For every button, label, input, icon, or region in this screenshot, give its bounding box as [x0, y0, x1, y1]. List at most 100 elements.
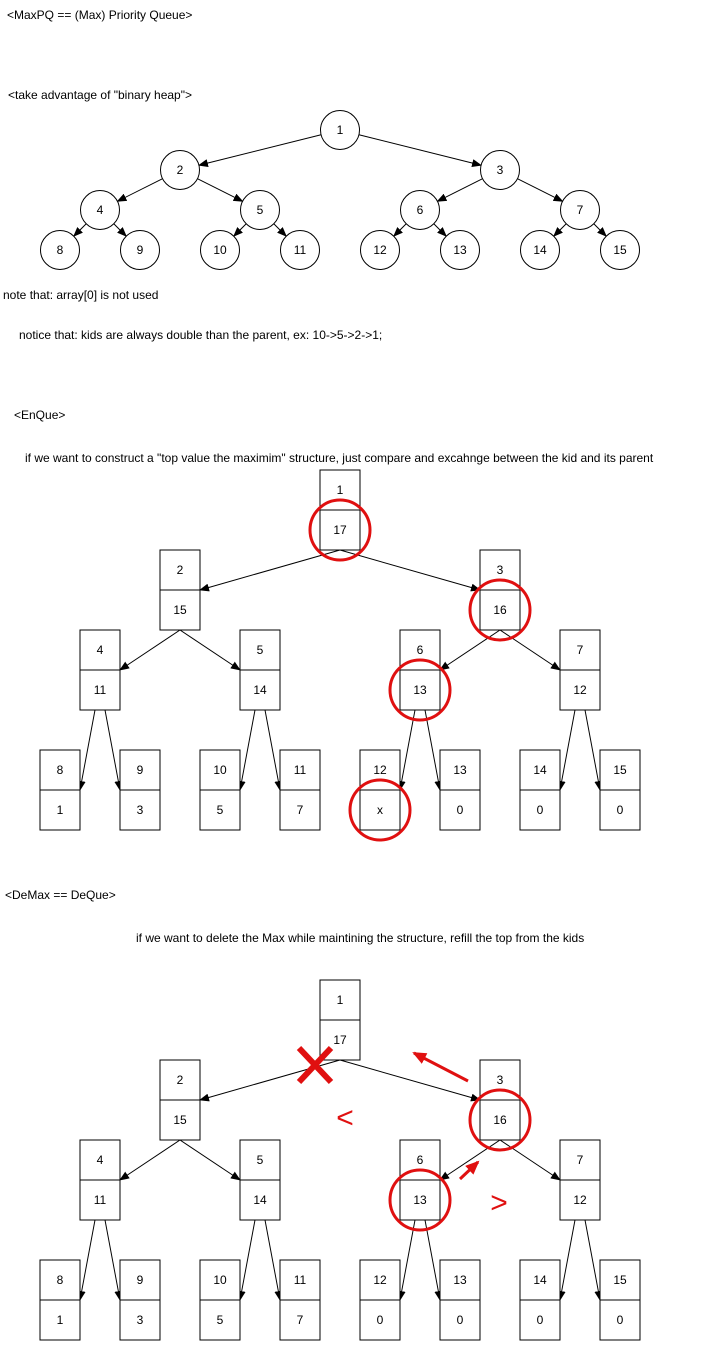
demax-tree-index-label: 15: [613, 1273, 627, 1287]
demax-tree-value-label: 0: [377, 1313, 384, 1327]
index-tree-edge: [73, 223, 87, 237]
demax-tree-index-label: 9: [137, 1273, 144, 1287]
demax-tree-value-label: 14: [253, 1193, 267, 1207]
demax-tree-edge: [397, 1219, 416, 1301]
enque-tree-edge: [104, 709, 123, 791]
index-tree-node: [320, 110, 360, 150]
demax-tree-edge: [179, 1139, 241, 1181]
demax-tree-edge: [557, 1219, 576, 1301]
index-tree-node: [160, 150, 200, 190]
enque-tree-value-cell: [359, 789, 401, 831]
demax-tree-value-cell: [359, 1299, 401, 1341]
enque-tree-index-cell: [39, 749, 81, 791]
index-tree-node-label: 14: [533, 243, 547, 257]
demax-tree-index-label: 1: [337, 993, 344, 1007]
demax-tree-value-cell: [119, 1299, 161, 1341]
enque-tree-index-cell: [279, 749, 321, 791]
index-tree-node-label: 11: [294, 243, 307, 257]
enque-tree-value-cell: [319, 509, 361, 551]
demax-tree-index-cell: [519, 1259, 561, 1301]
enque-tree-index-label: 3: [497, 563, 504, 577]
demax-tree-index-label: 11: [294, 1273, 307, 1287]
enque-tree-index-label: 4: [97, 643, 104, 657]
demax-tree-edge: [499, 1139, 561, 1181]
index-tree-node-label: 13: [453, 243, 467, 257]
index-tree-edge: [197, 178, 244, 202]
demax-tree-value-label: 12: [573, 1193, 587, 1207]
enque-tree-index-label: 11: [294, 763, 307, 777]
index-tree-node: [200, 230, 240, 270]
enque-tree-index-label: 2: [177, 563, 184, 577]
enque-tree-index-cell: [119, 749, 161, 791]
index-tree-node: [280, 230, 320, 270]
enque-tree-value-cell: [599, 789, 641, 831]
demax-tree-edge: [119, 1139, 181, 1181]
demax-tree-value-label: 1: [57, 1313, 64, 1327]
enque-tree-value-cell: [79, 669, 121, 711]
demax-tree-value-label: 17: [333, 1033, 347, 1047]
enque-tree-edge: [499, 629, 561, 671]
demax-tree-value-cell: [39, 1299, 81, 1341]
demax-section-title: <DeMax == DeQue>: [5, 888, 116, 902]
enque-tree-value-cell: [159, 589, 201, 631]
demax-tree-value-cell: [79, 1179, 121, 1221]
demax-tree-index-label: 6: [417, 1153, 424, 1167]
enque-tree-value-label: 0: [457, 803, 464, 817]
enque-tree-edge: [77, 709, 96, 791]
enque-tree-value-label: 13: [413, 683, 427, 697]
enque-section-title: <EnQue>: [14, 408, 66, 422]
promote-arrow-icon: [412, 1051, 469, 1083]
array-note: note that: array[0] is not used: [3, 288, 159, 302]
enque-tree-index-cell: [439, 749, 481, 791]
remove-cross-icon: [296, 1045, 334, 1085]
demax-tree-highlight-circle: [468, 1088, 532, 1152]
demax-tree-value-label: 16: [493, 1113, 507, 1127]
enque-tree-index-cell: [519, 749, 561, 791]
enque-tree-value-label: 7: [297, 803, 304, 817]
compare-less-than: <: [336, 1102, 354, 1135]
enque-tree-index-label: 10: [213, 763, 227, 777]
index-tree-node-label: 7: [577, 203, 584, 217]
demax-tree-index-label: 2: [177, 1073, 184, 1087]
demax-tree-value-cell: [159, 1099, 201, 1141]
enque-tree-index-label: 6: [417, 643, 424, 657]
demax-tree-value-cell: [479, 1099, 521, 1141]
index-tree-node: [480, 150, 520, 190]
demax-tree-value-cell: [199, 1299, 241, 1341]
enque-tree-highlight-circle: [468, 578, 532, 642]
index-tree-edge: [553, 223, 567, 237]
demax-tree-value-cell: [399, 1179, 441, 1221]
enque-tree-highlight-circle: [388, 658, 452, 722]
demax-tree-index-label: 12: [373, 1273, 387, 1287]
enque-tree-value-cell: [199, 789, 241, 831]
index-tree-node-label: 5: [257, 203, 264, 217]
enque-tree-value-label: 16: [493, 603, 507, 617]
index-tree-edge: [116, 178, 163, 202]
enque-tree-value-cell: [479, 589, 521, 631]
demax-tree-value-cell: [439, 1299, 481, 1341]
demax-tree-index-label: 14: [533, 1273, 547, 1287]
index-tree-node: [40, 230, 80, 270]
demax-tree-value-label: 15: [173, 1113, 187, 1127]
demax-tree-value-label: 7: [297, 1313, 304, 1327]
index-tree-node: [600, 230, 640, 270]
demax-tree-index-label: 4: [97, 1153, 104, 1167]
index-tree-edge: [197, 134, 322, 167]
demax-tree-edge: [339, 1059, 481, 1102]
enque-tree-value-cell: [239, 669, 281, 711]
index-tree-node-label: 10: [213, 243, 227, 257]
enque-tree-value-cell: [399, 669, 441, 711]
index-tree-edge: [433, 223, 447, 237]
demax-tree-value-cell: [519, 1299, 561, 1341]
enque-tree-edge: [264, 709, 283, 791]
enque-tree-index-cell: [599, 749, 641, 791]
enque-tree-value-label: 17: [333, 523, 347, 537]
index-tree-node-label: 9: [137, 243, 144, 257]
index-tree-node: [80, 190, 120, 230]
enque-tree-edge: [237, 709, 256, 791]
index-tree-node: [120, 230, 160, 270]
index-tree-edge: [358, 134, 483, 167]
demax-tree-edge: [584, 1219, 603, 1301]
